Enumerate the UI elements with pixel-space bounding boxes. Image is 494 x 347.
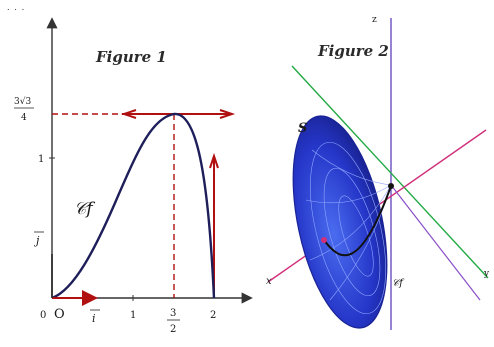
max-label-bottom: 4	[21, 113, 27, 123]
generating-curve	[323, 185, 392, 257]
surface-mesh-line-4	[311, 149, 392, 186]
surface-mesh-line-3	[338, 195, 374, 277]
y-axis-label: y	[483, 269, 490, 279]
green-axis	[291, 65, 489, 279]
x-tick-3-2-top: 3	[170, 308, 176, 319]
violet-axis	[390, 184, 481, 301]
y-tick-1: 1	[38, 154, 44, 165]
figure-2: Figure 2 z y x S 𝒞f	[266, 15, 490, 330]
z-axis-label-top: z	[372, 15, 377, 25]
vertical-tangent-arrow	[209, 152, 219, 169]
apex-point	[388, 183, 394, 189]
tangent-arrow-left	[120, 109, 137, 119]
curve-cf-label: 𝒞f	[74, 199, 95, 219]
surface-mesh-line-1	[310, 141, 386, 315]
surface-mesh-line-5	[305, 184, 392, 204]
i-vector-label: i	[92, 312, 96, 325]
x-tick-2: 2	[210, 310, 216, 321]
x-tick-3-2-bottom: 2	[170, 324, 176, 335]
figure-1-title: Figure 1	[95, 48, 167, 66]
origin-zero-label: 0	[40, 310, 46, 321]
origin-o-label: O	[54, 307, 65, 322]
figure-2-curve-label: 𝒞f	[392, 278, 405, 289]
origin-point	[321, 237, 327, 243]
surface-mesh-line-6	[309, 184, 392, 261]
x-tick-1: 1	[130, 310, 136, 321]
stray-marks: ˙ ˙ ˙	[6, 9, 25, 19]
x-axis-label: x	[266, 276, 272, 287]
curve-cf	[51, 112, 216, 300]
tangent-arrow-right	[219, 109, 236, 119]
j-vector-label: j	[33, 234, 40, 247]
figure-2-title: Figure 2	[317, 42, 389, 60]
surface-s-label: S	[298, 121, 307, 136]
max-label-top: 3√3	[14, 96, 31, 107]
surface-s	[292, 115, 394, 329]
figure-1: ˙ ˙ ˙ Figure 1 3√3 4 1 j 𝒞f 0 O i	[6, 9, 253, 335]
